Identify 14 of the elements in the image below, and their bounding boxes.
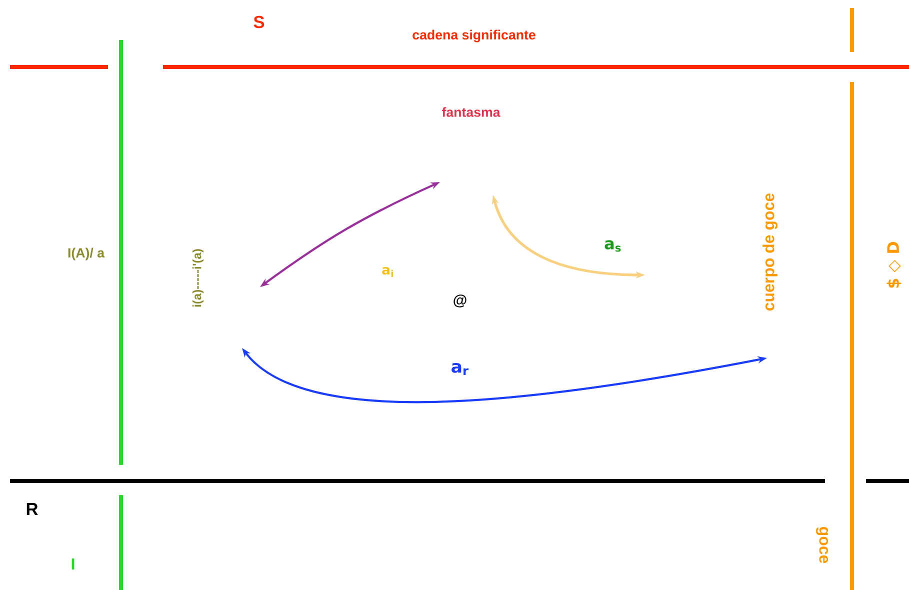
ideal-label: I(A)/ a [68,248,105,260]
region-letter: S [254,16,264,28]
region-letter: R [26,503,38,515]
arrow-label: a$_{i}$ [382,267,393,277]
chain-label: cadena significante [412,30,536,42]
image-label: i(a)-----i'(a) [192,249,204,307]
body-label: cuerpo de goce [762,193,778,310]
fantasy-label: fantasma [442,107,500,117]
arrow-label: a$_{s}$ [604,240,621,252]
goce-label: goce [816,526,828,564]
center-symbol: @ [454,294,466,308]
region-letter: I [72,558,74,570]
arrow-label: a$_{r}$ [452,362,468,376]
formula-label: $ ◇ D [886,242,902,288]
